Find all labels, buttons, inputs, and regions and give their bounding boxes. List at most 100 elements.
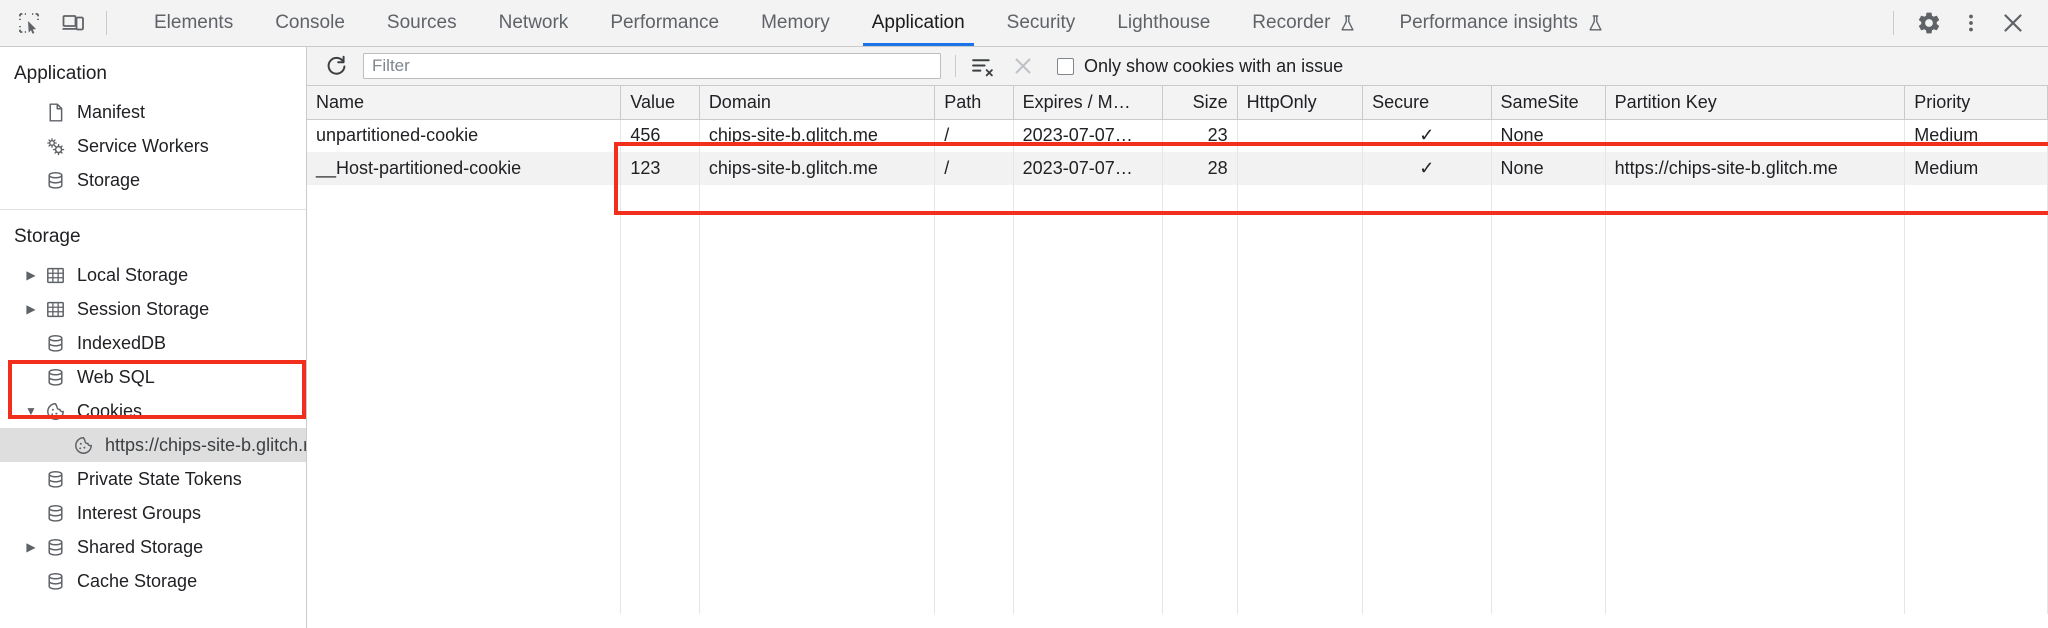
empty-cell [1362,218,1492,251]
sidebar-item-manifest[interactable]: ▶Manifest [0,95,306,129]
empty-cell [1237,581,1364,614]
empty-cell [1162,284,1238,317]
tab-performance[interactable]: Performance [589,0,740,46]
sidebar-item-service-workers[interactable]: ▶Service Workers [0,129,306,163]
checkbox-box[interactable] [1057,57,1074,75]
empty-cell [1491,185,1606,218]
tab-memory[interactable]: Memory [740,0,851,46]
empty-cell [1491,515,1606,548]
tab-label: Recorder [1252,12,1331,33]
empty-cell [307,482,622,515]
column-header-samesite[interactable]: SameSite [1491,86,1606,120]
chevron-right-icon[interactable]: ▶ [26,268,36,282]
tab-security[interactable]: Security [986,0,1097,46]
close-icon[interactable] [1994,4,2032,42]
column-header-size[interactable]: Size [1162,86,1238,120]
empty-cell [620,251,700,284]
empty-cell [1491,251,1606,284]
table-icon [42,298,68,320]
empty-cell [1362,350,1492,383]
empty-cell [1491,383,1606,416]
tab-application[interactable]: Application [851,0,986,46]
sidebar-section-title: Storage [14,226,81,247]
tab-performance-insights[interactable]: Performance insights [1378,0,1625,46]
tab-elements[interactable]: Elements [133,0,254,46]
filter-input[interactable] [363,53,941,79]
column-header-domain[interactable]: Domain [699,86,936,120]
gears-icon [42,135,68,157]
gear-icon[interactable] [1910,4,1948,42]
empty-cell [620,548,700,581]
toolbar-left-icons [0,0,123,46]
sidebar-item-shared-storage[interactable]: ▶Shared Storage [0,530,306,564]
tab-lighthouse[interactable]: Lighthouse [1096,0,1231,46]
tab-label: Security [1006,12,1076,33]
clear-all-icon[interactable] [1007,54,1039,78]
sidebar-item-session-storage[interactable]: ▶Session Storage [0,292,306,326]
sidebar-item-label: Interest Groups [77,503,202,523]
empty-cell [1013,548,1164,581]
empty-cell [1162,581,1238,614]
sidebar-item-cookies[interactable]: ▼Cookies [0,394,306,428]
empty-cell [1013,185,1164,218]
empty-cell [1237,251,1364,284]
cell-expires: 2023-07-07… [1013,152,1164,185]
tab-network[interactable]: Network [478,0,590,46]
sidebar-item-private-state-tokens[interactable]: ▶Private State Tokens [0,462,306,496]
cell-name: unpartitioned-cookie [307,119,622,152]
database-icon [42,570,68,592]
chevron-right-icon[interactable]: ▶ [26,540,36,554]
empty-cell [1162,350,1238,383]
column-header-secure[interactable]: Secure [1362,86,1492,120]
empty-cell [620,515,700,548]
sidebar-item-interest-groups[interactable]: ▶Interest Groups [0,496,306,530]
inspect-element-icon[interactable] [14,8,44,38]
tab-console[interactable]: Console [254,0,366,46]
tab-sources[interactable]: Sources [366,0,478,46]
experiment-flask-icon [1586,14,1605,33]
clear-filtered-icon[interactable] [970,54,995,79]
tab-recorder[interactable]: Recorder [1231,0,1378,46]
column-header-path[interactable]: Path [934,86,1014,120]
cell-path: / [934,119,1014,152]
more-vertical-icon[interactable] [1952,4,1990,42]
column-header-priority[interactable]: Priority [1904,86,2048,120]
cell-secure: ✓ [1362,152,1492,185]
device-toolbar-icon[interactable] [58,8,88,38]
empty-cell [1162,185,1238,218]
sidebar-item-label: Cache Storage [77,571,198,591]
column-header-partition-key[interactable]: Partition Key [1605,86,1906,120]
chevron-right-icon[interactable]: ▶ [26,302,36,316]
empty-cell [1491,284,1606,317]
empty-cell [1013,416,1164,449]
chevron-down-icon[interactable]: ▼ [25,404,37,418]
empty-cell [307,350,622,383]
sidebar-item-label: Local Storage [77,265,189,285]
column-header-value[interactable]: Value [620,86,700,120]
sidebar-item-https-chips-site-b-glitch-me[interactable]: ▶https://chips-site-b.glitch.me [0,428,306,462]
sidebar-item-local-storage[interactable]: ▶ Local Storage [0,258,306,292]
sidebar-item-storage[interactable]: ▶Storage [0,163,306,197]
cookie-icon [42,400,68,422]
empty-cell [699,317,936,350]
column-header-httponly[interactable]: HttpOnly [1237,86,1364,120]
sidebar-item-indexeddb[interactable]: ▶IndexedDB [0,326,306,360]
column-header-name[interactable]: Name [307,86,622,120]
empty-cell [1491,449,1606,482]
empty-cell [307,581,622,614]
empty-cell [1491,350,1606,383]
refresh-icon[interactable] [321,51,351,81]
empty-grid-row [307,383,2048,416]
empty-cell [1605,581,1906,614]
empty-cell [1237,350,1364,383]
sidebar-item-cache-storage[interactable]: ▶Cache Storage [0,564,306,598]
column-header-expires-m[interactable]: Expires / M… [1013,86,1164,120]
sidebar-item-web-sql[interactable]: ▶Web SQL [0,360,306,394]
empty-cell [1904,284,2048,317]
document-icon [42,101,68,123]
only-show-issues-checkbox[interactable]: Only show cookies with an issue [1057,56,1343,77]
database-icon [42,332,68,354]
